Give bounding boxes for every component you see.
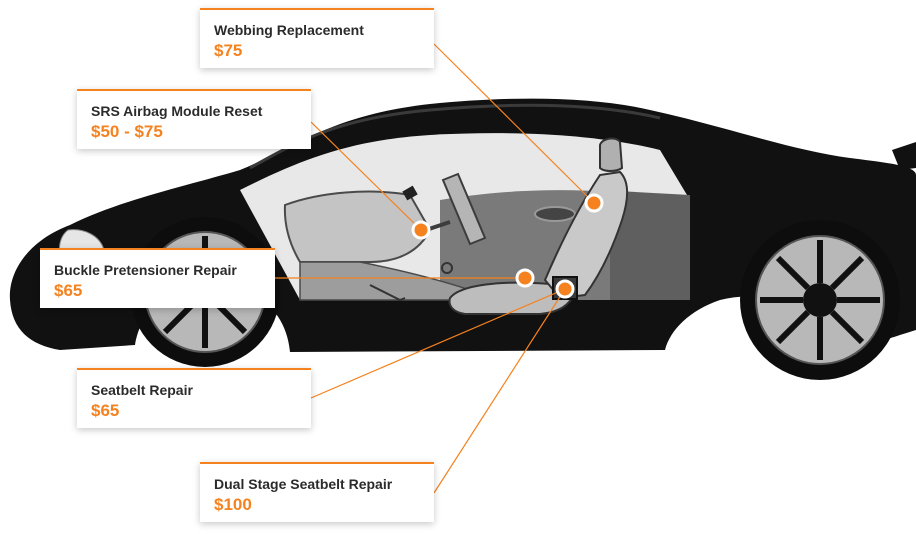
leader-line-webbing xyxy=(433,43,595,204)
callout-title: Webbing Replacement xyxy=(214,22,364,38)
callout-seatbelt-repair[interactable]: Seatbelt Repair $65 xyxy=(77,368,311,428)
callout-dual-stage-seatbelt-repair[interactable]: Dual Stage Seatbelt Repair $100 xyxy=(200,462,434,522)
callout-srs-airbag-module-reset[interactable]: SRS Airbag Module Reset $50 - $75 xyxy=(77,89,311,149)
steering-wheel xyxy=(441,172,487,246)
callout-price: $75 xyxy=(214,41,243,60)
callout-webbing-replacement[interactable]: Webbing Replacement $75 xyxy=(200,8,434,68)
airbag-module xyxy=(402,185,418,201)
pedal xyxy=(369,284,406,302)
leader-line-airbag xyxy=(310,121,422,231)
headrest xyxy=(599,137,624,172)
dashboard xyxy=(283,190,432,263)
rear-wheel xyxy=(740,220,900,380)
callout-title: Buckle Pretensioner Repair xyxy=(54,262,237,278)
callout-title: Seatbelt Repair xyxy=(91,382,193,398)
callout-title: Dual Stage Seatbelt Repair xyxy=(214,476,393,492)
hotspot-webbing[interactable] xyxy=(584,193,604,213)
callout-title: SRS Airbag Module Reset xyxy=(91,103,263,119)
gear-knob xyxy=(441,262,453,274)
hotspot-buckle[interactable] xyxy=(515,268,535,288)
leader-line-seatbelt xyxy=(310,288,566,399)
seat-base xyxy=(448,281,577,315)
air-vent xyxy=(534,206,576,222)
callout-price: $65 xyxy=(91,401,120,420)
callout-buckle-pretensioner-repair[interactable]: Buckle Pretensioner Repair $65 xyxy=(40,248,275,308)
hotspot-airbag[interactable] xyxy=(411,220,431,240)
callout-price: $65 xyxy=(54,281,83,300)
seat-back xyxy=(543,170,628,300)
leader-line-dual-stage xyxy=(433,288,566,494)
hotspot-seatbelt[interactable] xyxy=(555,279,575,299)
callout-price: $100 xyxy=(214,495,252,514)
callout-price: $50 - $75 xyxy=(91,122,163,141)
rear-spoiler xyxy=(892,142,916,170)
